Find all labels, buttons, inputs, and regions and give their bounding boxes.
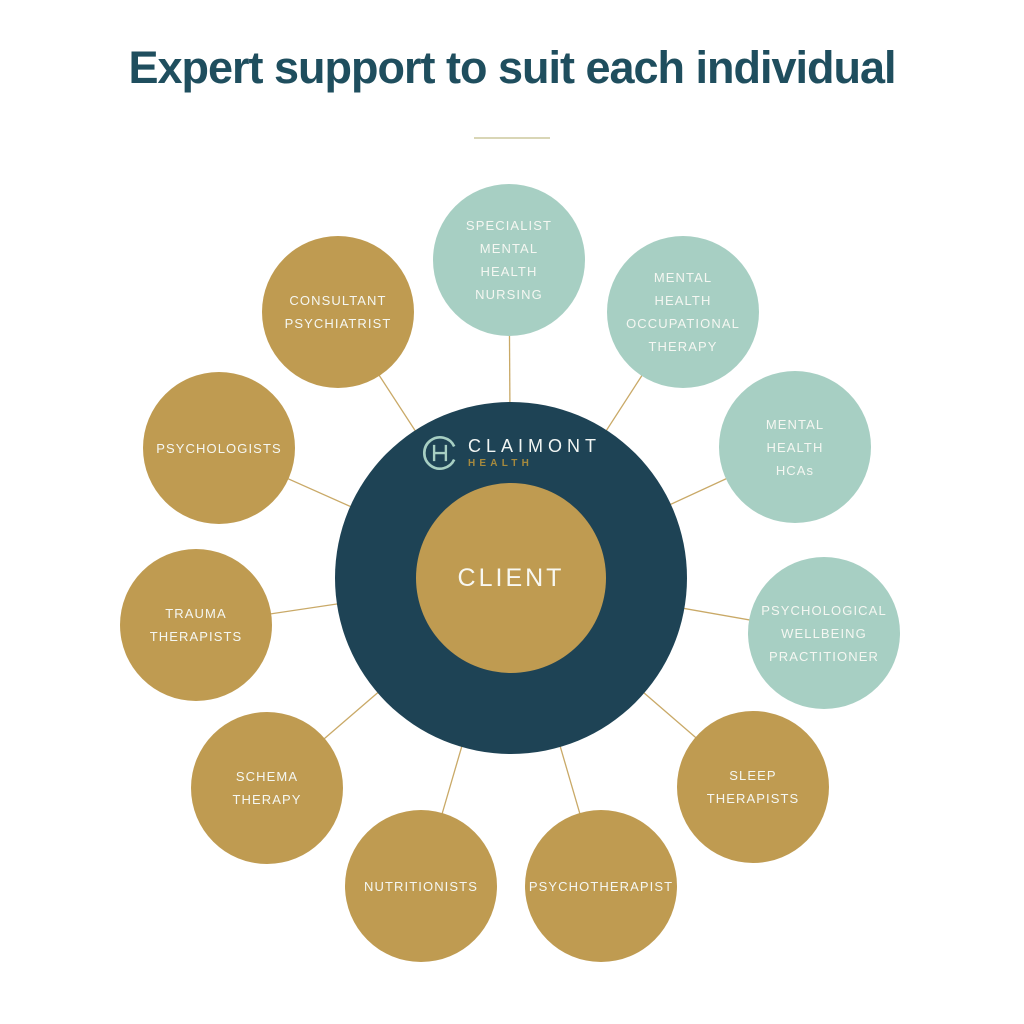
logo-text: CLAIMONT HEALTH: [468, 437, 601, 469]
title-divider: [474, 137, 550, 139]
satellite-label: NUTRITIONISTS: [364, 878, 478, 894]
central-circle: CLAIMONT HEALTH CLIENT: [335, 402, 687, 754]
claimont-monogram-icon: [422, 436, 456, 470]
satellite-psychologists: PSYCHOLOGISTS: [143, 372, 295, 524]
satellite-label: PSYCHOTHERAPIST: [528, 878, 674, 894]
satellite-nutritionists: NUTRITIONISTS: [345, 810, 497, 962]
satellite-psychotherapist: PSYCHOTHERAPIST: [525, 810, 677, 962]
claimont-logo: CLAIMONT HEALTH: [421, 434, 601, 472]
page-title: Expert support to suit each individual: [128, 42, 896, 93]
client-label: CLIENT: [457, 563, 565, 592]
satellite-label: PSYCHOLOGISTS: [156, 440, 282, 456]
logo-subtitle: HEALTH: [467, 458, 534, 469]
logo-name: CLAIMONT: [467, 436, 602, 456]
client-circle: CLIENT: [416, 483, 606, 673]
